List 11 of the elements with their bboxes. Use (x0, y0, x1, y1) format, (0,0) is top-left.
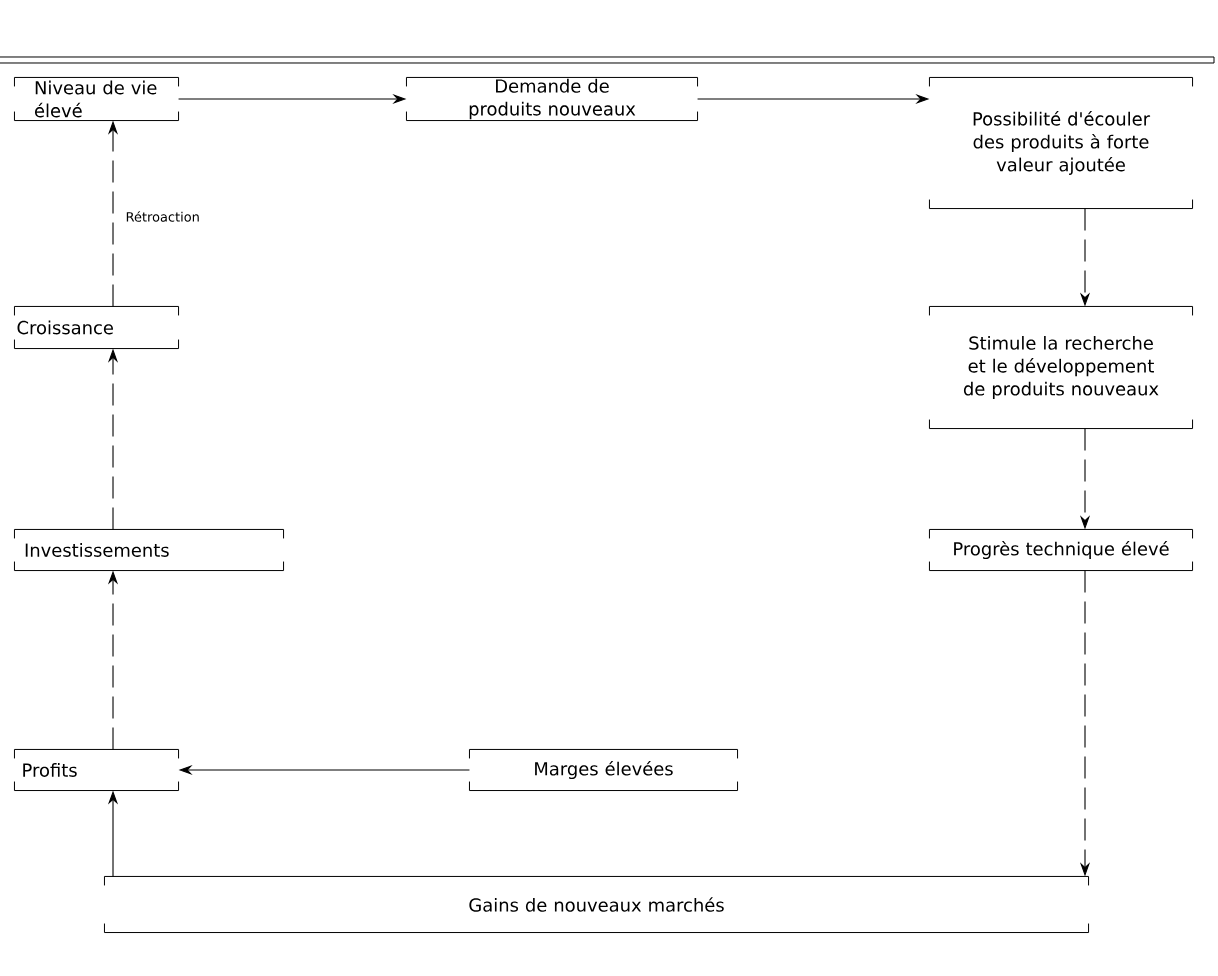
bracket-box: Investissements (13, 528, 285, 572)
edge-label: Rétroaction (124, 210, 201, 223)
bracket-box: Possibilité d'écouler des produits à forte valeur ajoutée (928, 76, 1194, 210)
bracket-box: Progrès technique élevé (928, 528, 1194, 572)
bracket-box: Profits (13, 748, 180, 792)
bracket-box: Marges élevées (468, 748, 739, 792)
bracket-box: Niveau de vie élevé (13, 76, 180, 122)
bracket-box: Croissance (13, 305, 180, 350)
bracket-box: Demande de produits nouveaux (405, 76, 699, 122)
bracket-box: Gains de nouveaux marchés (103, 875, 1090, 934)
bracket-box: Stimule la recherche et le développement de produits nouveaux (928, 305, 1194, 430)
